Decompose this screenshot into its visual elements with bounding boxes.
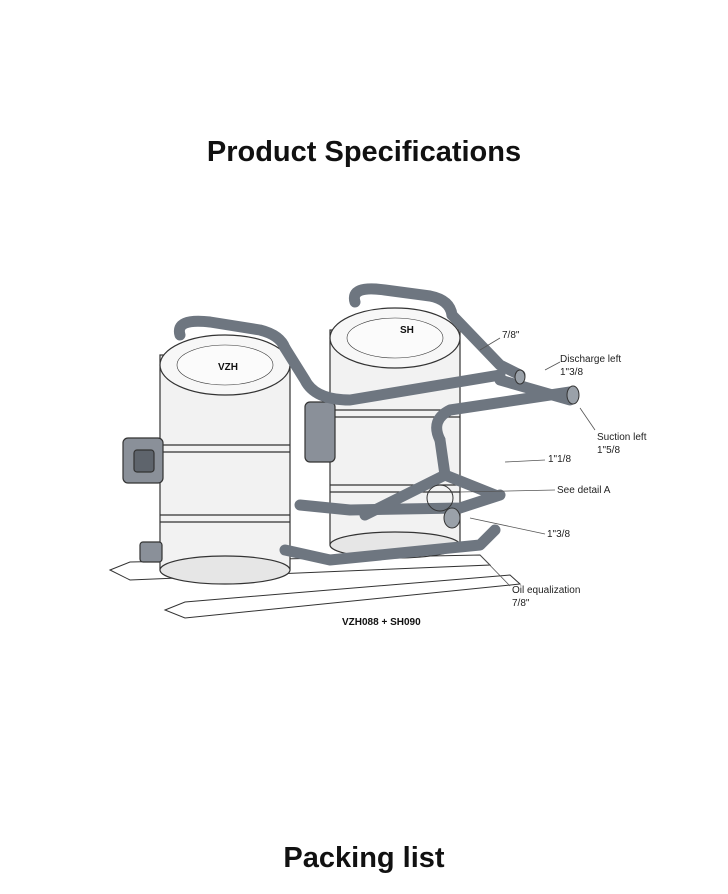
tank-vzh-label: VZH — [218, 362, 238, 373]
callout-top-pipe: 7/8" — [502, 330, 520, 341]
piping — [173, 283, 576, 566]
tank-vzh — [122, 334, 291, 585]
figure-caption: VZH088 + SH090 — [342, 617, 421, 628]
callout-discharge: Discharge left — [560, 354, 621, 365]
callout-low-pipe: 1"3/8 — [547, 529, 570, 540]
section-title-packing-list: Packing list — [283, 842, 445, 874]
callout-leaders — [459, 337, 596, 587]
callout-suction: Suction left — [597, 432, 647, 443]
tank-sh-label: SH — [400, 325, 414, 336]
callout-suction-size: 1"5/8 — [597, 445, 620, 456]
compressor-tandem-diagram: VZH SH 7/8" Discharge left 1"3/8 Suction… — [108, 283, 647, 628]
callout-discharge-size: 1"3/8 — [560, 367, 583, 378]
page-title: Product Specifications — [206, 136, 522, 168]
callout-detail: See detail A — [557, 485, 611, 496]
callout-oil-size: 7/8" — [512, 598, 530, 609]
pipe-outline — [426, 369, 580, 529]
callout-oil: Oil equalization — [512, 585, 580, 596]
callout-mid-pipe: 1"1/8 — [548, 454, 571, 465]
